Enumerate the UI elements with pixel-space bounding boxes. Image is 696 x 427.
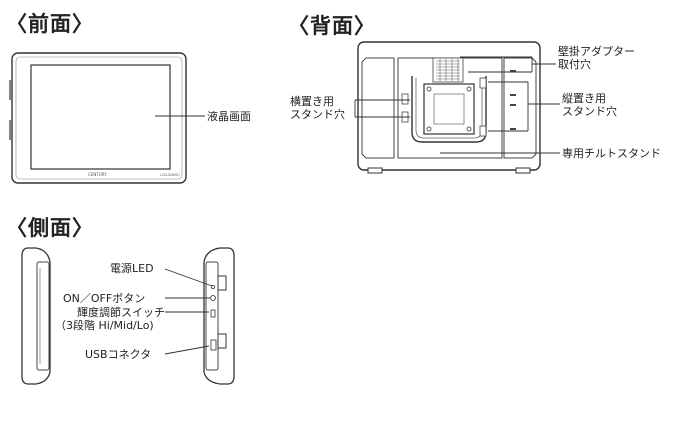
back-view-heading: 〈背面〉 xyxy=(288,14,376,38)
front-view-heading: 〈前面〉 xyxy=(6,12,94,36)
side-view-heading: 〈側面〉 xyxy=(6,216,94,240)
brightness-switch xyxy=(210,309,216,318)
power-led xyxy=(210,284,215,289)
power-led-label: 電源LED xyxy=(110,262,154,275)
front-model-text: LCD-8000U xyxy=(160,173,180,177)
vertical-stand-holes-label-line1: 縦置き用 xyxy=(562,92,606,105)
brightness-switch-label-line2: （3段階 Hi/Mid/Lo) xyxy=(55,319,154,332)
front-monitor: CENTURY LCD-8000U xyxy=(9,52,187,184)
lcd-screen-label: 液晶画面 xyxy=(207,110,251,123)
side-view-right xyxy=(203,247,235,385)
front-brand-text: CENTURY xyxy=(88,172,107,177)
horizontal-stand-holes-label-line1: 横置き用 xyxy=(290,95,334,108)
power-button-label: ON／OFFボタン xyxy=(63,292,146,305)
back-leader-lines xyxy=(354,56,560,154)
tilt-stand-label: 専用チルトスタンド xyxy=(562,147,661,160)
usb-connector-label: USBコネクタ xyxy=(85,348,152,361)
wall-adapter-holes-label-line1: 壁掛アダプター xyxy=(558,45,635,58)
side-view-left xyxy=(21,247,51,385)
power-button xyxy=(210,295,216,301)
horizontal-stand-holes-label-line2: スタンド穴 xyxy=(290,108,345,121)
wall-adapter-holes-label-line2: 取付穴 xyxy=(558,58,591,71)
usb-port xyxy=(210,339,217,351)
brightness-switch-label-line1: 輝度調節スイッチ xyxy=(77,306,165,319)
vertical-stand-holes-label-line2: スタンド穴 xyxy=(562,105,617,118)
front-lcd-screen xyxy=(30,64,171,170)
side-leader-lines xyxy=(164,268,213,355)
